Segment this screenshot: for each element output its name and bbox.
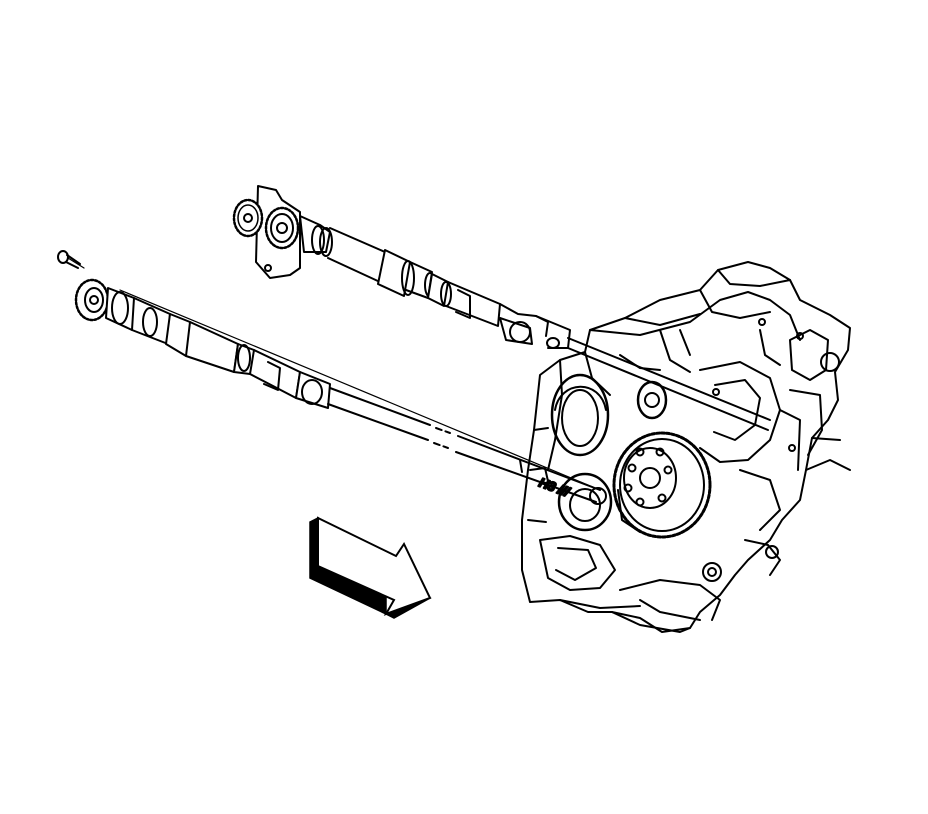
forward-direction-arrow-icon xyxy=(309,516,432,619)
lower-balance-shaft xyxy=(57,250,607,505)
crankshaft-sprocket xyxy=(612,431,712,539)
upper-balance-shaft xyxy=(232,185,771,431)
